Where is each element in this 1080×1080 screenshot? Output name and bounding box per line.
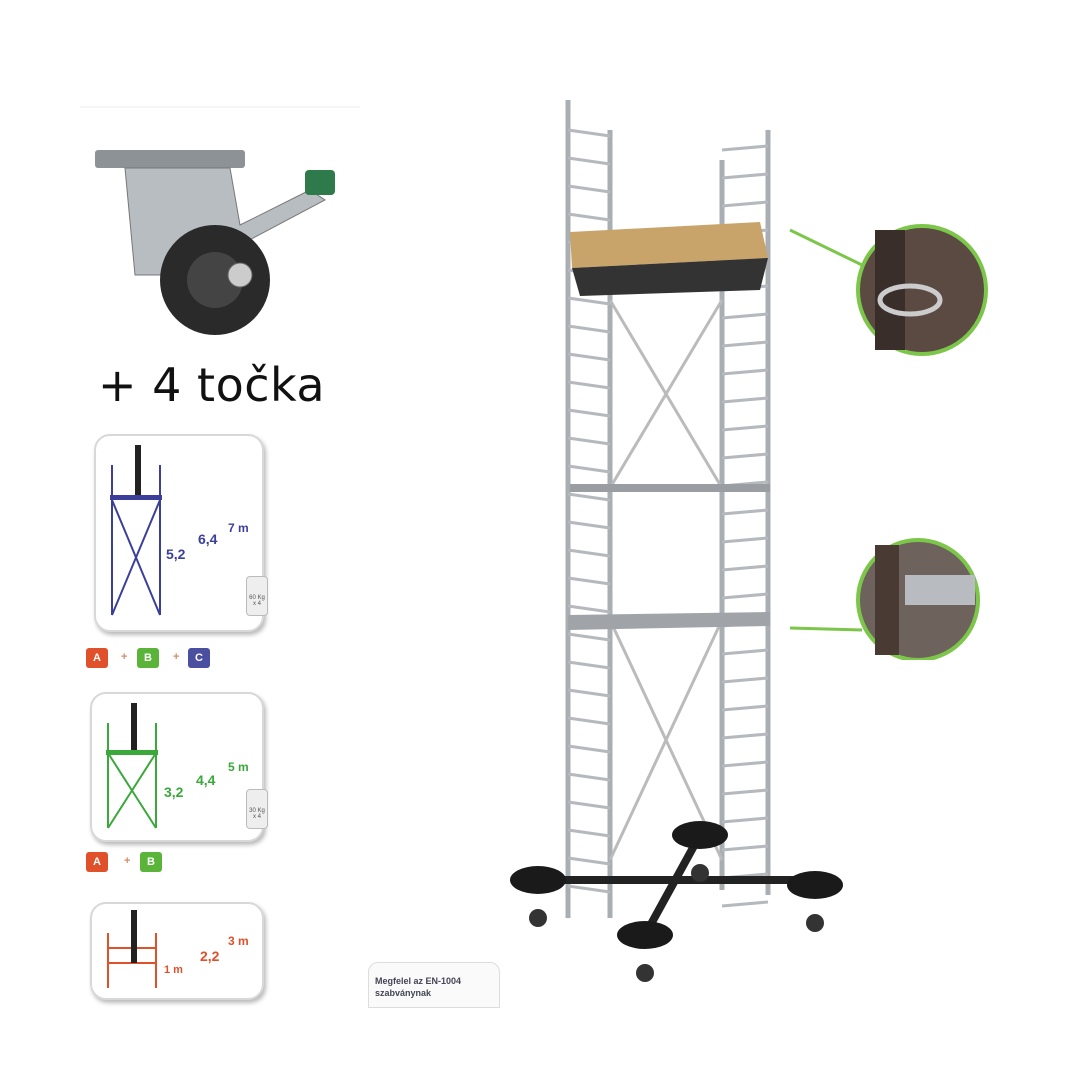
ballast-weight <box>787 871 843 899</box>
ladder-rung <box>721 452 769 460</box>
mini-scaffold-icon <box>107 910 157 988</box>
ladder-rung <box>567 660 611 670</box>
ladder-rung <box>721 844 769 852</box>
ballast-weight <box>617 921 673 949</box>
ladder-rung <box>567 800 611 810</box>
wooden-platform <box>570 222 768 268</box>
ladder-rung <box>567 464 611 474</box>
ballast-weight <box>672 821 728 849</box>
ladder-rung <box>567 716 611 726</box>
ladder-rung <box>721 396 769 404</box>
ladder-rung <box>567 576 611 586</box>
detail-callouts <box>789 224 988 660</box>
ladder-rung <box>567 352 611 362</box>
height-label: 4,4 <box>196 772 216 788</box>
ladder-rung <box>567 436 611 446</box>
standard-compliance-note: Megfelel az EN-1004 szabványnak <box>368 962 500 1008</box>
height-label: 6,4 <box>198 531 218 547</box>
ladder-rung <box>721 536 769 544</box>
ladder-rung <box>567 156 611 166</box>
height-label: 5,2 <box>166 546 186 562</box>
height-label: 1 m <box>164 964 183 976</box>
ladder-rung <box>721 424 769 432</box>
plus-sign: + <box>121 651 128 663</box>
base-stabilizer <box>641 833 704 937</box>
note-line: szabványnak <box>375 988 432 998</box>
height-label: 3,2 <box>164 784 184 800</box>
plus-sign: + <box>124 855 131 867</box>
ladder-rung <box>567 632 611 642</box>
ladder-rung <box>721 732 769 740</box>
mid-frame <box>570 484 770 492</box>
module-badge-a: A <box>86 852 108 872</box>
ladder-rung <box>721 200 769 208</box>
height-label: 2,2 <box>200 948 220 964</box>
ladder-rung <box>721 648 769 656</box>
ladder-rung <box>721 172 769 180</box>
mini-scaffold-icon <box>106 703 158 829</box>
module-badge-c: C <box>188 648 210 668</box>
ladder-rung <box>567 772 611 782</box>
ladder-rung <box>721 788 769 796</box>
config-panel-5m: 3,2 4,4 5 m 30 Kg x 4 <box>90 692 268 842</box>
ladder-rung <box>721 508 769 516</box>
ladder-rung <box>721 704 769 712</box>
ladder-rung <box>567 324 611 334</box>
module-badge-b: B <box>140 852 162 872</box>
cross-brace <box>608 619 724 861</box>
ladder-rung <box>567 520 611 530</box>
ladder-rung <box>721 592 769 600</box>
ladder-rung <box>567 856 611 866</box>
height-label: 3 m <box>228 934 249 948</box>
ladder-rung <box>567 184 611 194</box>
ladder-rung <box>567 828 611 838</box>
ladder-rung <box>567 492 611 502</box>
plus-sign: + <box>173 651 180 663</box>
config-panel-3m: 1 m 2,2 3 m <box>90 902 264 1000</box>
ladder-rung <box>721 144 769 152</box>
ballast-weight-label: 60 Kg x 4 <box>246 576 268 616</box>
platform-underside <box>572 258 768 296</box>
ladder-rung <box>721 816 769 824</box>
lower-platform <box>568 612 770 630</box>
cross-brace <box>608 299 724 489</box>
ladder-rung <box>567 548 611 558</box>
ballast-weight <box>510 866 566 894</box>
ladder-rung <box>721 760 769 768</box>
ladder-rung <box>567 688 611 698</box>
ladder-rung <box>721 564 769 572</box>
ladder-rung <box>721 312 769 320</box>
caster-wheel <box>806 914 824 932</box>
module-badge-a: A <box>86 648 108 668</box>
caster-wheel-image <box>80 106 360 335</box>
ladder-rung <box>567 408 611 418</box>
ladder-rung <box>567 380 611 390</box>
caster-wheel <box>636 964 654 982</box>
ballast-weight-label: 30 Kg x 4 <box>246 789 268 829</box>
caster-count-caption: + 4 točka <box>98 358 326 412</box>
ladder-rung <box>567 128 611 138</box>
caster-wheel <box>529 909 547 927</box>
height-label: 5 m <box>228 760 249 774</box>
height-label: 7 m <box>228 521 249 535</box>
ladder-rung <box>567 212 611 222</box>
ladder-rung <box>567 884 611 894</box>
config-panel-7m: 5,2 6,4 7 m 60 Kg x 4 <box>94 434 268 632</box>
module-badge-b: B <box>137 648 159 668</box>
ladder-rung <box>721 340 769 348</box>
caster-wheel <box>691 864 709 882</box>
ladder-rung <box>567 296 611 306</box>
note-line: Megfelel az EN-1004 <box>375 976 462 986</box>
mini-scaffold-icon <box>110 445 162 616</box>
ladder-rung <box>721 676 769 684</box>
ladder-rung <box>567 604 611 614</box>
ladder-rung <box>721 368 769 376</box>
ladder-rung <box>567 744 611 754</box>
ladder-rung <box>721 900 769 908</box>
